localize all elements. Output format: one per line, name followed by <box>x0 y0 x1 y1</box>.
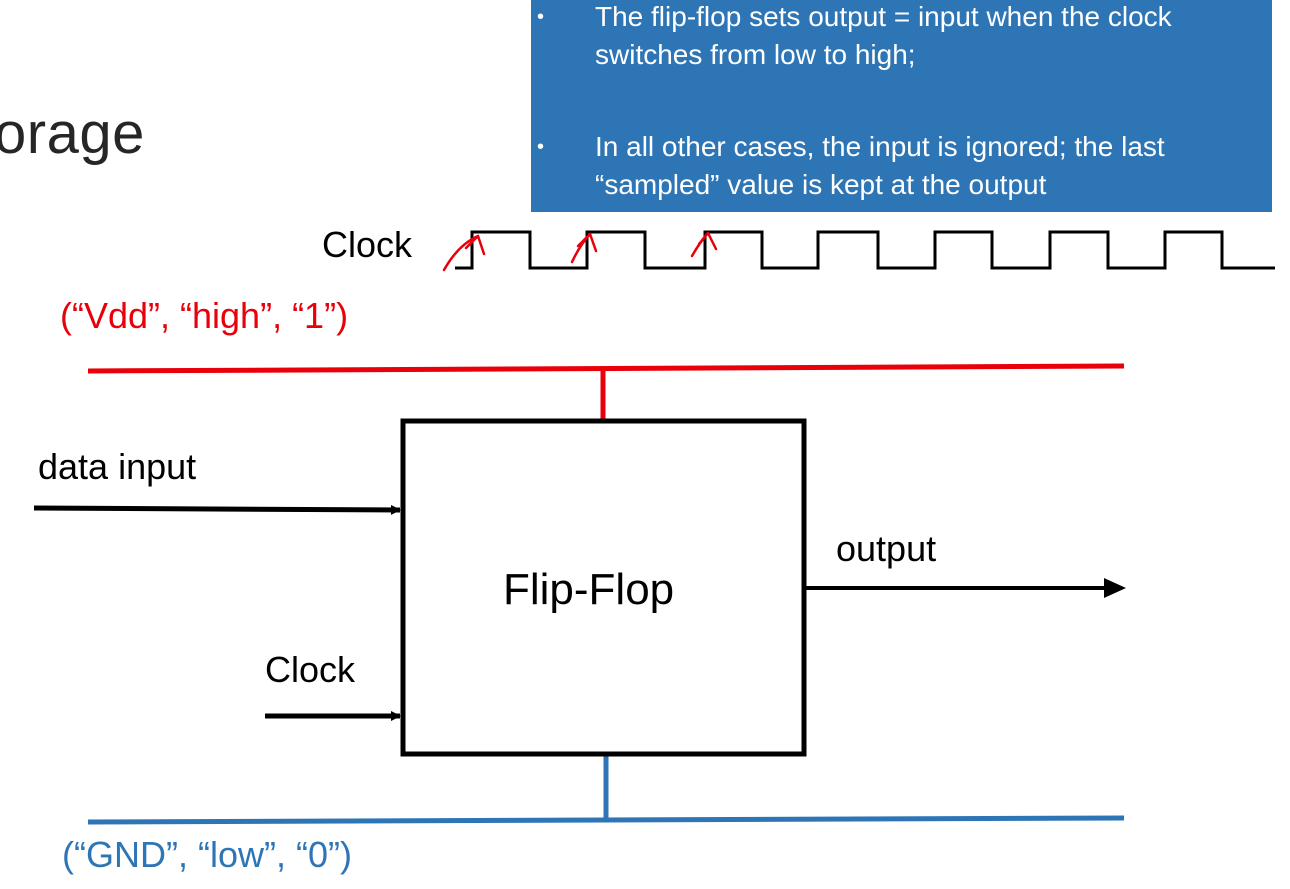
clock-waveform <box>455 230 1275 270</box>
output-label: output <box>836 528 937 569</box>
output-arrowhead-icon <box>1104 578 1126 598</box>
clock-input-label: Clock <box>265 649 356 690</box>
slide-title: orage <box>0 101 145 166</box>
data-input-label: data input <box>38 446 197 487</box>
flip-flop-block <box>400 418 807 757</box>
clock-waveform-label: Clock <box>322 224 413 265</box>
note-box: • The flip-flop sets output = input when… <box>531 0 1272 212</box>
bullet-icon: • <box>537 136 545 158</box>
bullet-icon: • <box>537 6 545 28</box>
vdd-rail <box>87 363 1125 374</box>
note-text: In all other cases, the input is ignored… <box>595 131 1165 200</box>
rising-edge-mark-icon <box>570 232 598 264</box>
vdd-label: (“Vdd”, “high”, “1”) <box>60 295 349 336</box>
gnd-label: (“GND”, “low”, “0”) <box>62 834 352 875</box>
data-input-arrow <box>33 504 401 515</box>
note-text: The flip-flop sets output = input when t… <box>595 1 1172 70</box>
flip-flop-label: Flip-Flop <box>503 565 675 614</box>
rising-edge-mark-icon <box>442 234 486 272</box>
rising-edge-mark-icon <box>690 231 718 258</box>
